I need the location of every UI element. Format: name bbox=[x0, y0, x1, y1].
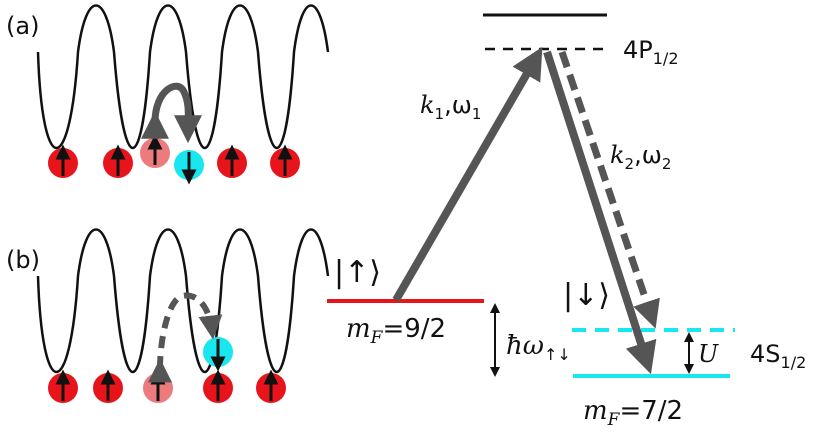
excited-state-label: 4P1/2 bbox=[623, 36, 679, 68]
hopping-arrow-dashed bbox=[147, 292, 223, 383]
interaction-label: U bbox=[698, 340, 719, 368]
energy-level-diagram: 4P1/2 |↑⟩ mF=9/2 ħω↑↓ |↓⟩ U 4S1/2 mF=7/2… bbox=[327, 13, 806, 430]
spin-down-mf-label: mF=7/2 bbox=[583, 396, 683, 430]
hopping-arrow-solid bbox=[140, 82, 203, 144]
splitting-label: ħω↑↓ bbox=[506, 331, 571, 364]
faded-spin-up-atom bbox=[140, 134, 170, 168]
beam-2-label: k2,ω2 bbox=[610, 141, 671, 173]
atoms-a bbox=[48, 134, 300, 185]
raman-beam-2-down-arrow bbox=[543, 50, 657, 375]
panel-a: (a) bbox=[6, 4, 330, 185]
spin-up-ket: |↑⟩ bbox=[334, 255, 381, 290]
spin-up-atom bbox=[217, 144, 247, 178]
optical-lattice-potential bbox=[36, 228, 330, 373]
spin-up-atom bbox=[256, 369, 286, 403]
atoms-b bbox=[48, 337, 286, 403]
beam-1-label: k1,ω1 bbox=[420, 91, 481, 123]
spin-up-atom bbox=[270, 144, 300, 178]
spin-up-mf-label: mF=9/2 bbox=[346, 314, 446, 348]
spin-up-atom bbox=[93, 369, 123, 403]
spin-up-atom bbox=[203, 369, 233, 403]
panel-b: (b) bbox=[6, 228, 330, 403]
ground-state-label: 4S1/2 bbox=[750, 340, 806, 372]
spin-up-atom bbox=[103, 144, 133, 178]
panel-b-label: (b) bbox=[6, 246, 40, 274]
optical-lattice-potential bbox=[36, 4, 330, 149]
raman-beam-1-arrow bbox=[392, 46, 543, 303]
spin-up-atom bbox=[48, 369, 78, 403]
faded-spin-up-atom bbox=[143, 369, 173, 403]
spin-up-atom bbox=[48, 144, 78, 178]
spin-down-ket: |↓⟩ bbox=[563, 278, 610, 313]
spin-down-atom bbox=[174, 150, 204, 185]
spin-down-atom bbox=[203, 337, 233, 372]
panel-a-label: (a) bbox=[6, 12, 39, 40]
